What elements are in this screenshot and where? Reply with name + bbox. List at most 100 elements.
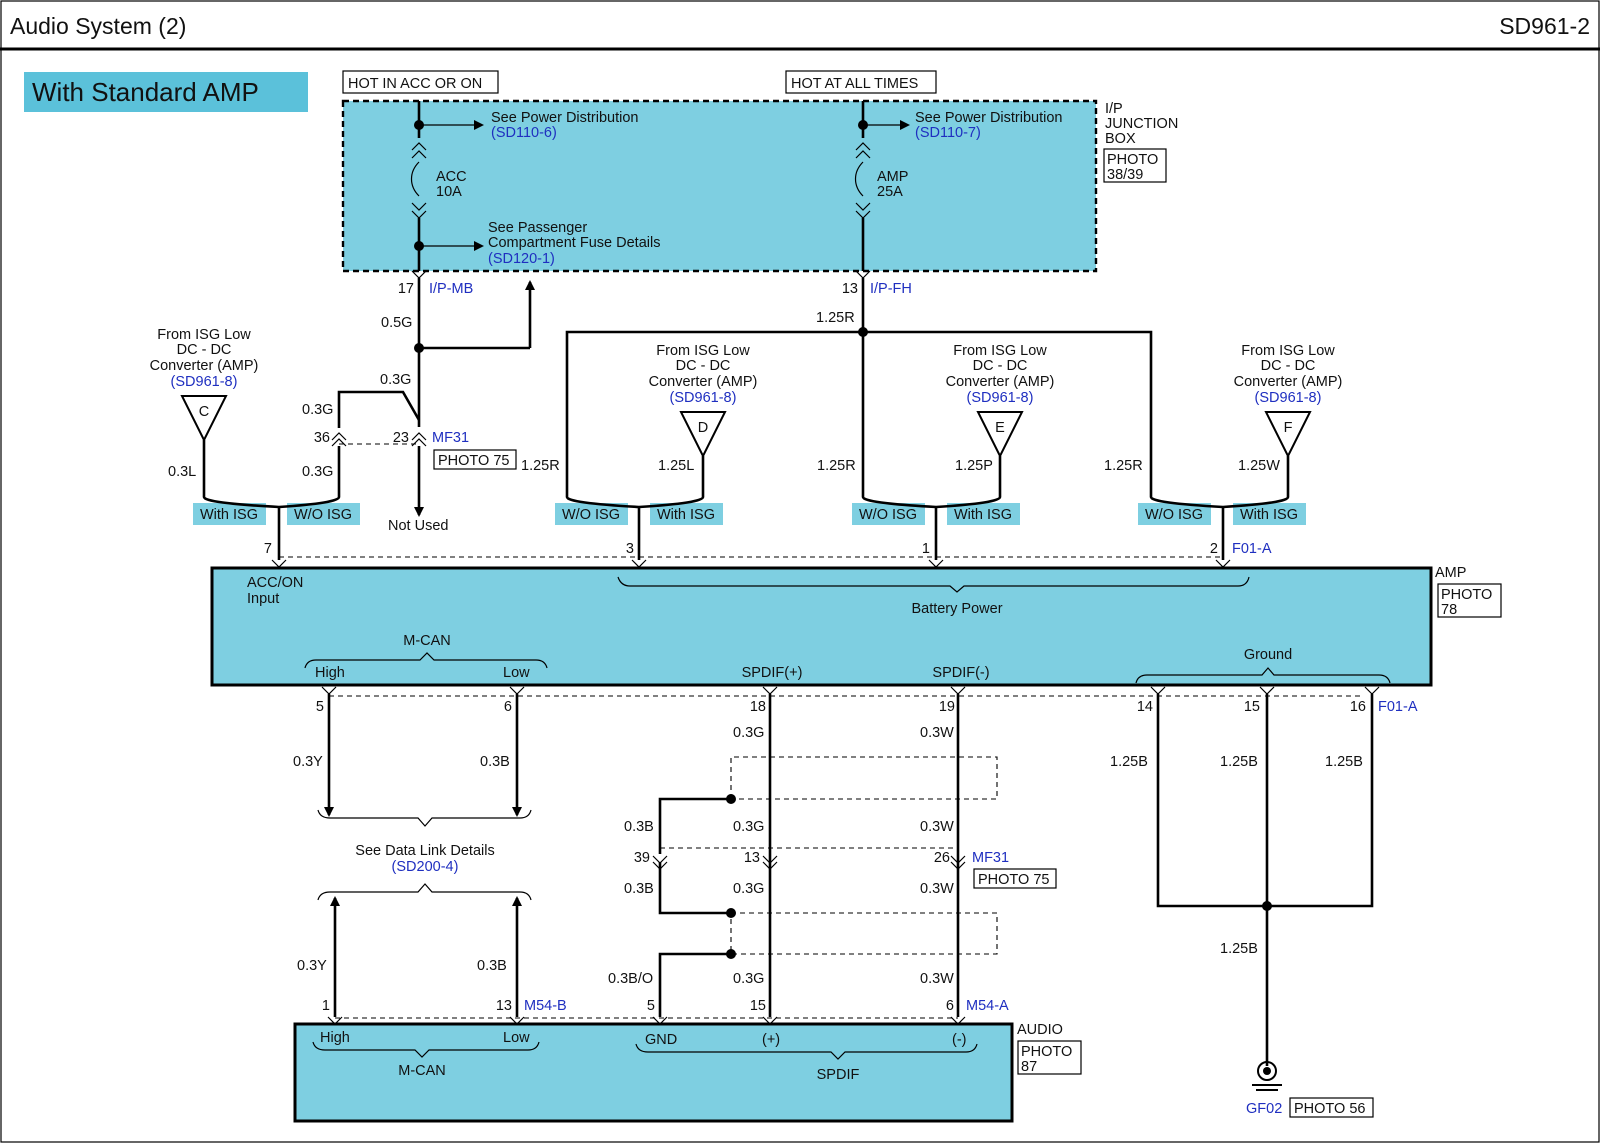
wire-label-0-3g: 0.3G <box>302 402 333 418</box>
jb-photo-1: PHOTO <box>1107 152 1158 168</box>
fuse-acc-name: ACC <box>436 169 467 185</box>
amp-conn-bottom[interactable]: F01-A <box>1378 699 1418 715</box>
amp-high: High <box>315 665 345 681</box>
audio-spdif: SPDIF <box>817 1067 860 1083</box>
mf31-photo: PHOTO 75 <box>438 453 509 469</box>
amp-pin-16: 16 <box>1350 699 1366 715</box>
isg-f-letter: F <box>1284 420 1293 436</box>
amp-acc-line1: ACC/ON <box>247 575 303 591</box>
page-title: Audio System (2) <box>10 13 186 39</box>
data-link-ref[interactable]: (SD200-4) <box>392 859 459 875</box>
conn-ip-mb[interactable]: I/P-MB <box>429 281 473 297</box>
hot-acc-on-label: HOT IN ACC OR ON <box>348 76 482 92</box>
audio-plus: (+) <box>762 1032 780 1048</box>
ref1-link[interactable]: (SD110-6) <box>491 125 557 141</box>
isg-d-ref[interactable]: (SD961-8) <box>670 390 737 406</box>
wire-label-0-3w: 0.3W <box>920 881 954 897</box>
mf31-pin-13: 13 <box>744 850 760 866</box>
audio-minus: (-) <box>952 1032 967 1048</box>
ground-icon <box>1252 1061 1282 1091</box>
fuse-acc-icon <box>410 161 420 197</box>
tag-wo-isg <box>555 503 628 525</box>
amp-low: Low <box>503 665 530 681</box>
tag-with-isg <box>947 503 1020 525</box>
ground-point-name[interactable]: GF02 <box>1246 1101 1282 1117</box>
wire-label-0-3b: 0.3B <box>477 958 507 974</box>
conn-ip-fh[interactable]: I/P-FH <box>870 281 912 297</box>
mf31-mid-connector[interactable]: MF31 <box>972 850 1009 866</box>
tag-label: W/O ISG <box>294 507 352 523</box>
audio-pin-5: 5 <box>647 998 655 1014</box>
isg-f-line3: Converter (AMP) <box>1234 374 1343 390</box>
amp-pin-marks <box>271 559 1231 568</box>
wire-label-1-25r: 1.25R <box>817 458 856 474</box>
isg-d-line3: Converter (AMP) <box>649 374 758 390</box>
tag-label: W/O ISG <box>562 507 620 523</box>
jb-name-3: BOX <box>1105 131 1136 147</box>
wire-1-25r-bus <box>565 330 1153 497</box>
amp-spdif-neg: SPDIF(-) <box>932 665 989 681</box>
wire-label-0-3w: 0.3W <box>920 725 954 741</box>
jb-name-2: JUNCTION <box>1105 116 1178 132</box>
isg-d-source-icon <box>679 411 727 459</box>
audio-conn-b[interactable]: M54-B <box>524 998 567 1014</box>
mf31-connector[interactable]: MF31 <box>432 430 469 446</box>
amp-spdif-pos: SPDIF(+) <box>742 665 803 681</box>
wire-label-0-3b: 0.3B <box>480 754 510 770</box>
wire-label-0-3g: 0.3G <box>733 881 764 897</box>
tag-label: W/O ISG <box>859 507 917 523</box>
amp-bottom-pin-marks <box>321 686 1380 695</box>
variant-banner <box>24 72 308 112</box>
isg-e-line1: From ISG Low <box>953 343 1047 359</box>
isg-c-ref[interactable]: (SD961-8) <box>171 374 238 390</box>
tag-label: With ISG <box>200 507 258 523</box>
pin-13: 13 <box>842 281 858 297</box>
amp-pin-2: 2 <box>1210 541 1218 557</box>
tag-with-isg <box>193 503 266 525</box>
amp-conn-top[interactable]: F01-A <box>1232 541 1272 557</box>
isg-e-ref[interactable]: (SD961-8) <box>967 390 1034 406</box>
wire-label-1-25b: 1.25B <box>1110 754 1148 770</box>
mcan-brace <box>304 652 548 669</box>
amp-ground: Ground <box>1244 647 1292 663</box>
amp-pin-18: 18 <box>750 699 766 715</box>
audio-pin-1: 1 <box>322 998 330 1014</box>
wire-label-0-3w: 0.3W <box>920 819 954 835</box>
amp-photo-2: 78 <box>1441 602 1457 618</box>
ref1-text: See Power Distribution <box>491 110 639 126</box>
ref2-link[interactable]: (SD110-7) <box>915 125 981 141</box>
tag-label: With ISG <box>954 507 1012 523</box>
audio-pin-6: 6 <box>946 998 954 1014</box>
wire-label-1-25p: 1.25P <box>955 458 993 474</box>
shield-lower <box>730 912 998 955</box>
isg-f-line1: From ISG Low <box>1241 343 1335 359</box>
amp-pin-19: 19 <box>939 699 955 715</box>
audio-conn-a[interactable]: M54-A <box>966 998 1009 1014</box>
ground-brace <box>1135 667 1391 684</box>
wire-label-1-25w: 1.25W <box>1238 458 1280 474</box>
audio-photo-2: 87 <box>1021 1059 1037 1075</box>
isg-c-source-icon <box>180 395 228 443</box>
data-link-text: See Data Link Details <box>355 843 494 859</box>
shield-upper <box>730 756 998 800</box>
wire-label-0-3g: 0.3G <box>302 464 333 480</box>
isg-f-line2: DC - DC <box>1261 358 1316 374</box>
isg-f-ref[interactable]: (SD961-8) <box>1255 390 1322 406</box>
pin-17: 17 <box>398 281 414 297</box>
tag-wo-isg <box>852 503 925 525</box>
ref3-link[interactable]: (SD120-1) <box>488 251 555 267</box>
mf31-pin-36: 36 <box>314 430 330 446</box>
data-link-brace <box>317 809 532 827</box>
hot-all-times-box <box>785 70 937 94</box>
mf31-photo-box <box>433 449 517 470</box>
isg-d-line2: DC - DC <box>676 358 731 374</box>
amp-photo-1: PHOTO <box>1441 587 1492 603</box>
isg-e-line2: DC - DC <box>973 358 1028 374</box>
tag-wo-isg <box>1138 503 1211 525</box>
hot-all-times-label: HOT AT ALL TIMES <box>791 76 918 92</box>
wire-label-0-3b: 0.3B <box>624 819 654 835</box>
isg-d-letter: D <box>698 420 708 436</box>
wire-0-3g-loop <box>337 390 421 428</box>
tag-wo-isg <box>287 503 360 525</box>
